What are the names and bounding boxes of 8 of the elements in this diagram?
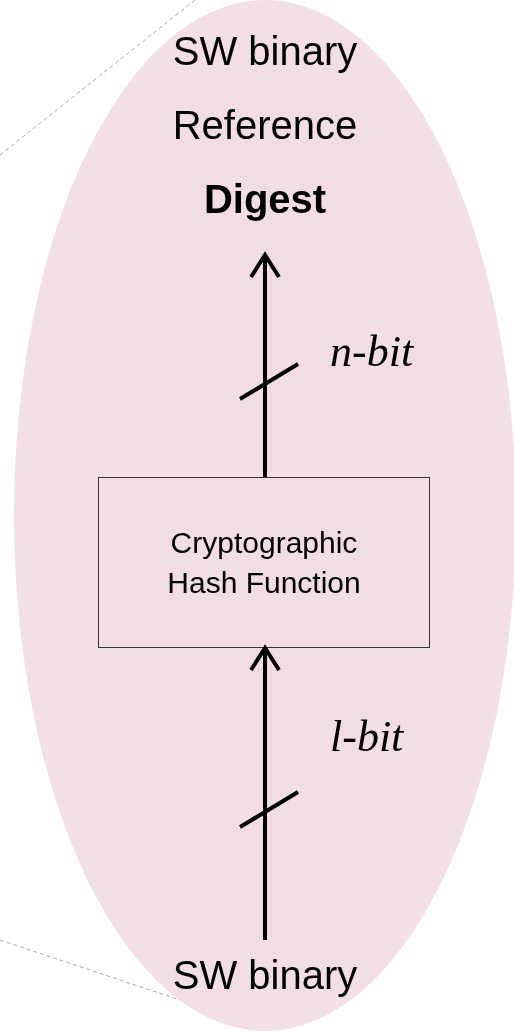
process-box: Cryptographic Hash Function [98, 477, 430, 648]
ellipse-region [14, 0, 514, 1031]
arrow [238, 253, 300, 477]
edge-label: n-bit [330, 330, 414, 374]
arrow [238, 646, 300, 940]
node-text: SW binary [172, 952, 358, 999]
node-text: SW binary Reference Digest [171, 28, 359, 223]
edge-label: l-bit [330, 715, 404, 759]
